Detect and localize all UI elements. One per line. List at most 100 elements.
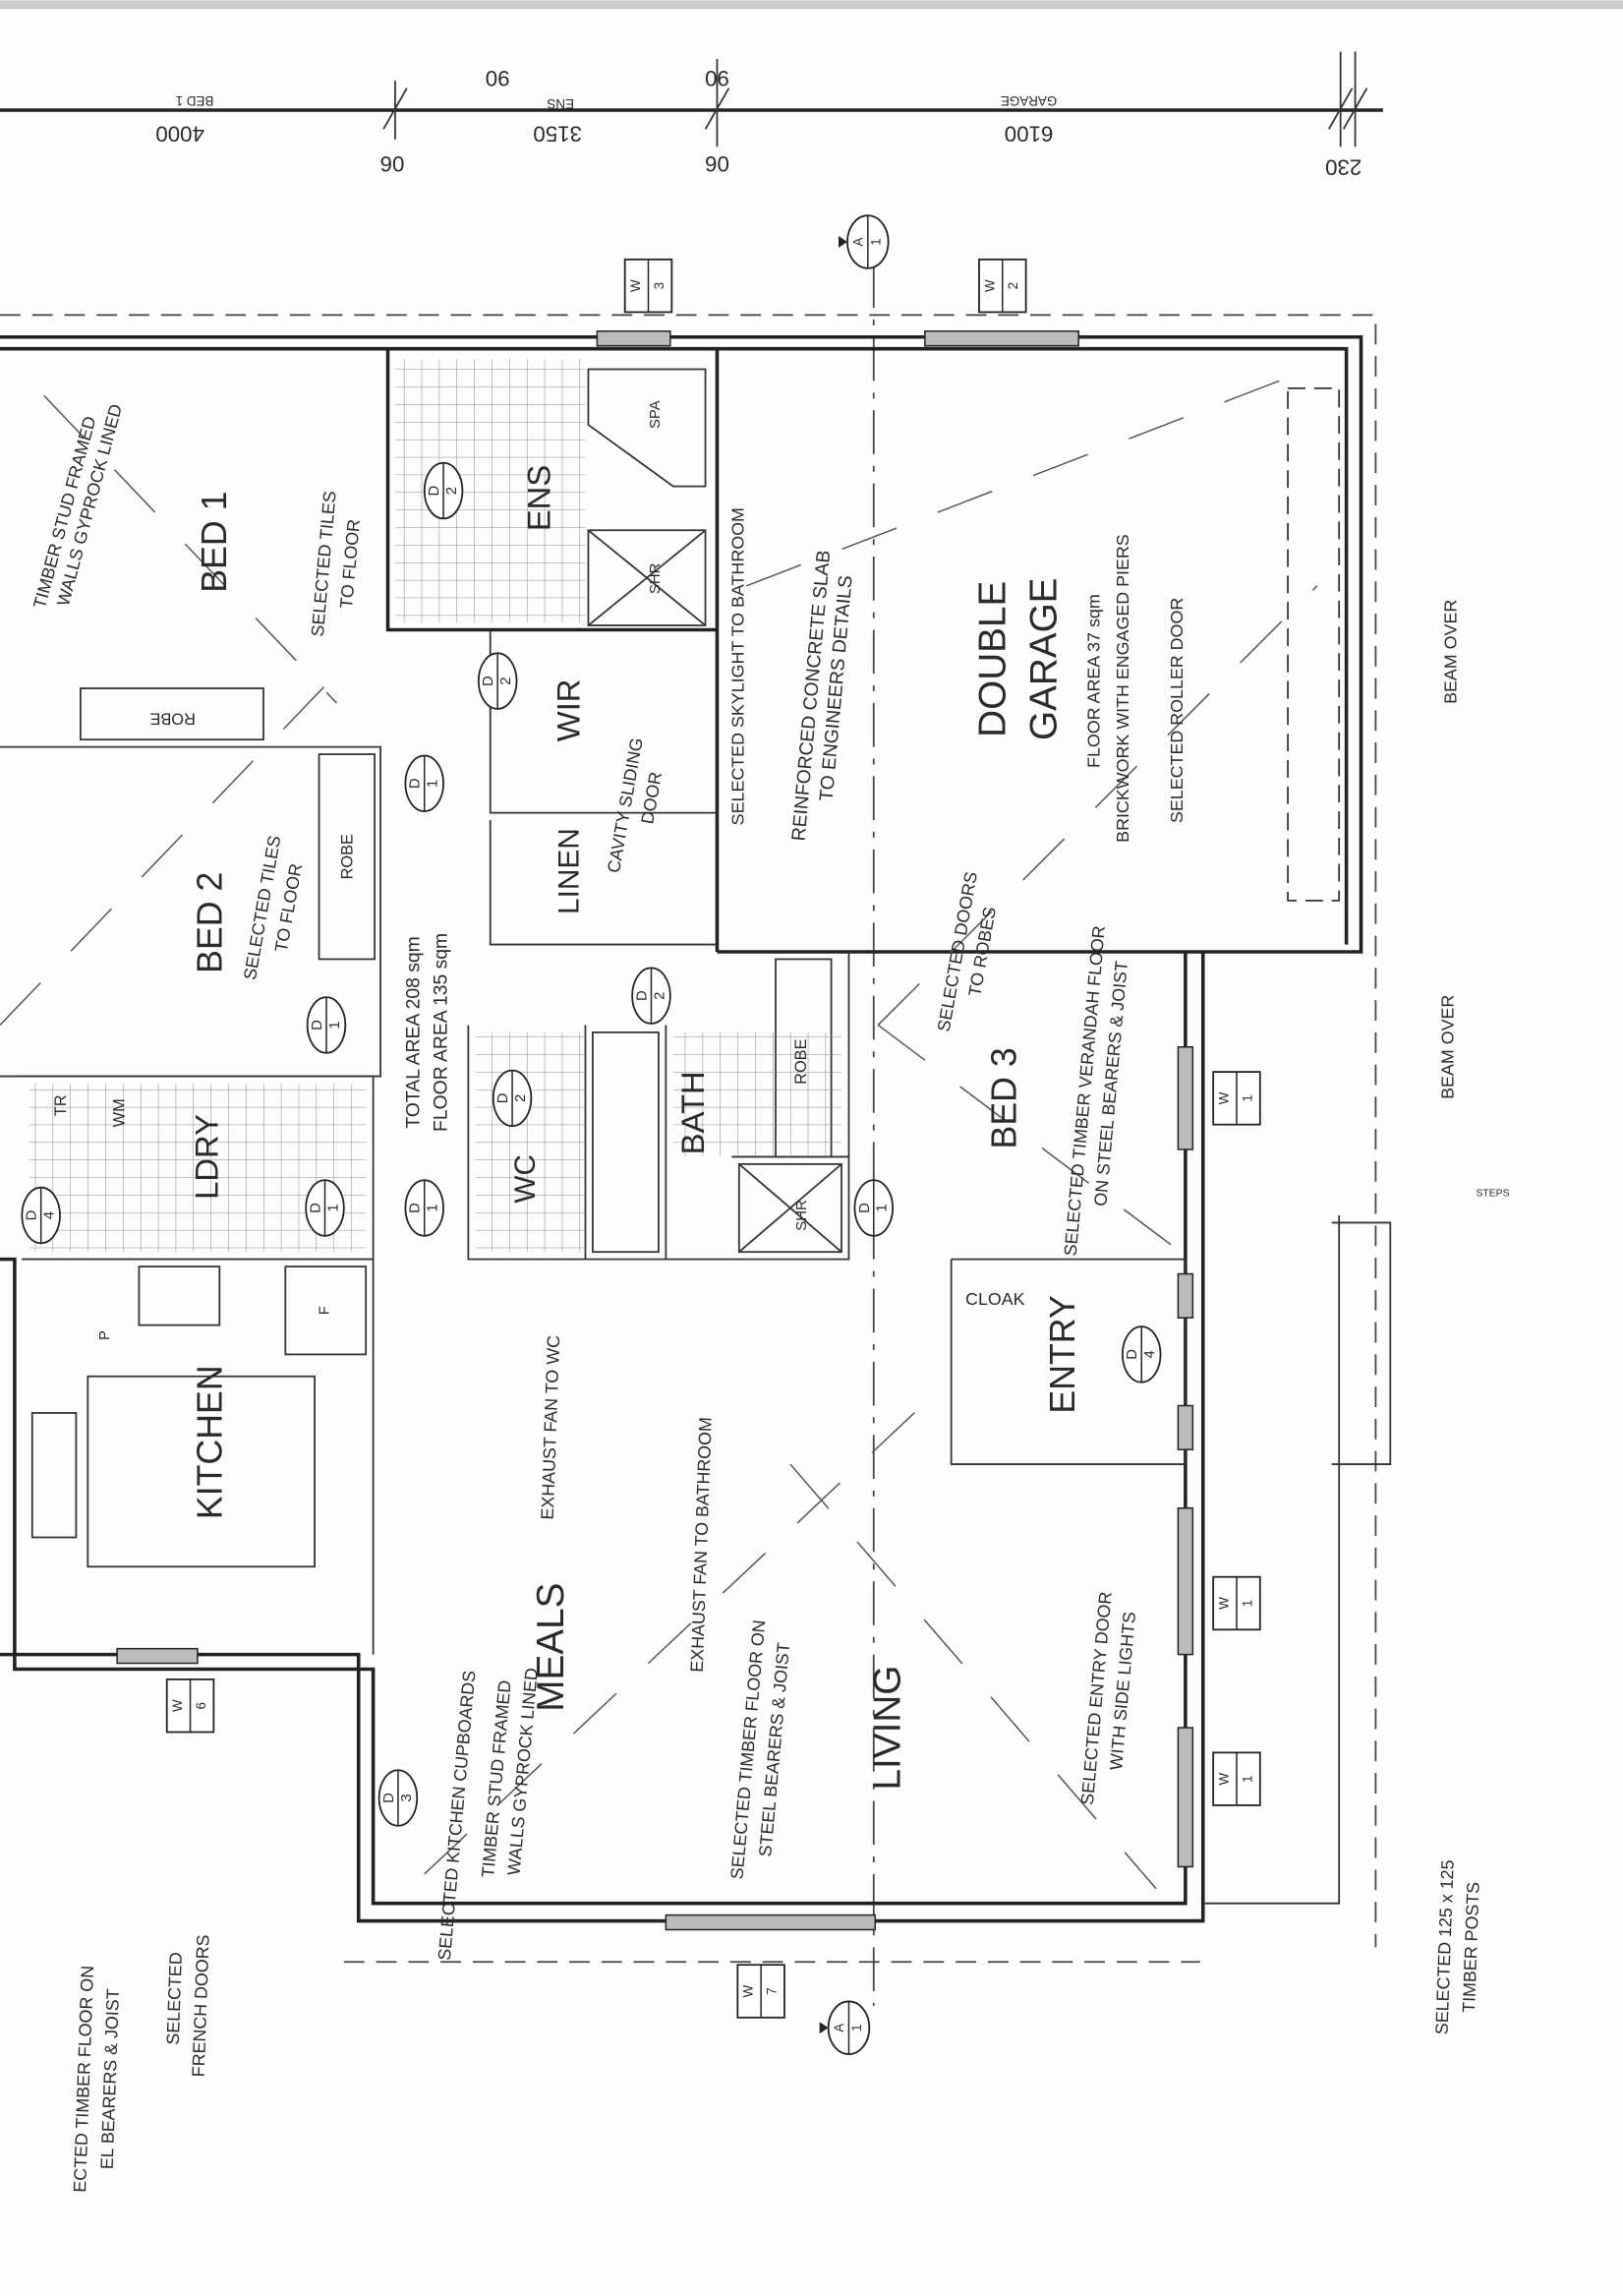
window-tag-code: W bbox=[628, 279, 643, 292]
door-tag-num: 1 bbox=[327, 1021, 343, 1029]
door-tag-num: 1 bbox=[875, 1204, 891, 1211]
windows bbox=[116, 330, 1194, 1931]
door-tag-num: 1 bbox=[426, 1204, 441, 1211]
robe-label: ROBE bbox=[149, 709, 195, 727]
section-marker-letter: A bbox=[832, 2024, 846, 2032]
beamover-label: BEAM OVER bbox=[1438, 995, 1458, 1099]
dd-label: 90 bbox=[705, 151, 729, 176]
da-label: 90 bbox=[380, 151, 405, 176]
rollerdoor-label: SELECTED ROLLER DOOR bbox=[1167, 598, 1187, 823]
tr-label: TR bbox=[52, 1094, 70, 1116]
door-tag-code: D bbox=[857, 1203, 873, 1213]
section-marker-num: 1 bbox=[849, 2024, 864, 2031]
window-tag-code: W bbox=[170, 1699, 185, 1712]
d-label: 230 bbox=[1325, 155, 1362, 180]
cupboards-label: SELECTED KITCHEN CUPBOARDS bbox=[435, 1670, 480, 1961]
scan-edge bbox=[0, 0, 1623, 10]
window-tag-num: 3 bbox=[652, 282, 667, 289]
ens-label: ENS bbox=[520, 465, 556, 531]
door-tag-code: D bbox=[495, 1092, 511, 1103]
kitchen-label: KITCHEN bbox=[190, 1365, 229, 1519]
meals-label: MEALS bbox=[530, 1583, 572, 1712]
garage-label: GARAGE bbox=[1023, 577, 1066, 740]
window-tag-code: W bbox=[1217, 1597, 1232, 1610]
robe-label: ROBE bbox=[792, 1038, 810, 1084]
linen-label: LINEN bbox=[552, 828, 585, 914]
dimension-line bbox=[0, 51, 1383, 147]
door-tag-code: D bbox=[381, 1793, 397, 1803]
door-tag-code: D bbox=[427, 485, 442, 496]
door-tag-code: D bbox=[310, 1020, 325, 1030]
diagonal-hatching bbox=[0, 365, 1318, 1890]
door-tag-code: D bbox=[25, 1209, 40, 1220]
shr-label: SHR bbox=[648, 562, 664, 594]
exhaustwc-label: EXHAUST FAN TO WC bbox=[538, 1335, 564, 1520]
db-label: 90 bbox=[486, 66, 510, 90]
leftfloora-label: ECTED TIMBER FLOOR ON bbox=[70, 1966, 97, 2193]
door-tag-code: D bbox=[408, 778, 424, 789]
living-label: LIVING bbox=[866, 1666, 908, 1791]
frencha-label: SELECTED bbox=[163, 1952, 186, 2045]
window-tag-num: 1 bbox=[1240, 1600, 1254, 1607]
section-marker-letter: A bbox=[850, 237, 865, 246]
d-label: 3150 bbox=[533, 121, 582, 146]
walls bbox=[0, 334, 1392, 1923]
spa-label: SPA bbox=[648, 400, 664, 429]
door-tag-code: D bbox=[309, 1203, 324, 1213]
robe-label: ROBE bbox=[339, 834, 357, 879]
bed-label: BED 2 bbox=[190, 872, 229, 973]
ldry-label: LDRY bbox=[189, 1114, 225, 1200]
door-tag-num: 1 bbox=[325, 1204, 341, 1211]
bed-label: BED 3 bbox=[985, 1047, 1024, 1148]
window-tag-code: W bbox=[1217, 1091, 1232, 1104]
section-marker-num: 1 bbox=[868, 238, 883, 245]
shr-label: SHR bbox=[794, 1200, 810, 1231]
double-label: DOUBLE bbox=[972, 581, 1014, 737]
door-tag-code: D bbox=[408, 1203, 424, 1213]
entrydoora-label: SELECTED ENTRY DOOR bbox=[1077, 1591, 1116, 1806]
wir-label: WIR bbox=[550, 679, 586, 742]
leftfloorb-label: EL BEARERS & JOIST bbox=[97, 1988, 123, 2170]
d-label: 4000 bbox=[155, 121, 204, 146]
door-tag-code: D bbox=[634, 990, 650, 1001]
bath-label: BATH bbox=[674, 1071, 711, 1154]
window-tag-code: W bbox=[741, 1984, 756, 1997]
cavityb-label: DOOR bbox=[637, 770, 666, 825]
door-tag-num: 2 bbox=[444, 487, 460, 495]
totalarea-label: TOTAL AREA 208 sqm bbox=[402, 936, 424, 1128]
floorarea-label: FLOOR AREA 135 sqm bbox=[431, 933, 452, 1132]
d-label: 6100 bbox=[1005, 121, 1054, 146]
door-tag-code: D bbox=[1125, 1349, 1140, 1360]
door-tag-num: 4 bbox=[42, 1211, 58, 1219]
tilesb-label: TO FLOOR bbox=[336, 518, 364, 609]
wc-label: WC bbox=[509, 1154, 542, 1204]
garagearea-label: FLOOR AREA 37 sqm bbox=[1083, 594, 1103, 768]
door-tag-num: 3 bbox=[399, 1794, 415, 1801]
window-tag-num: 1 bbox=[1240, 1094, 1254, 1101]
beamover-label: BEAM OVER bbox=[1441, 600, 1461, 704]
exhaustbath-label: EXHAUST FAN TO BATHROOM bbox=[687, 1417, 716, 1673]
door-tag-num: 4 bbox=[1142, 1350, 1158, 1358]
bed-label: BED 1 bbox=[176, 93, 214, 108]
brickwork-label: BRICKWORK WITH ENGAGED PIERS bbox=[1113, 534, 1132, 843]
ens-label: ENS bbox=[547, 96, 574, 111]
dashed-boundary bbox=[0, 264, 1377, 2006]
door-tag-num: 2 bbox=[498, 677, 514, 684]
